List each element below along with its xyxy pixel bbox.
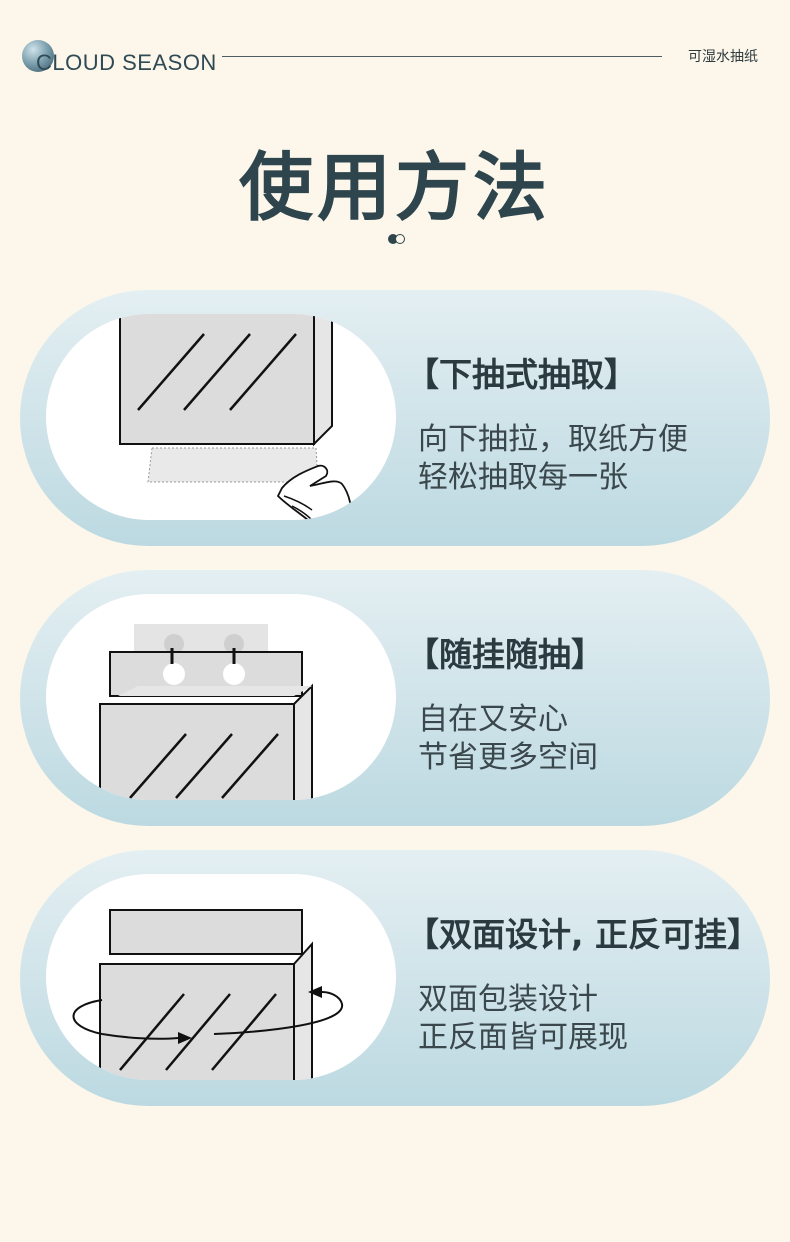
card-description-line: 轻松抽取每一张 — [418, 460, 628, 495]
usage-card-double-sided: 【双面设计, 正反可挂】 双面包装设计 正反面皆可展现 — [20, 850, 770, 1106]
header: CLOUD SEASON 可湿水抽纸 — [0, 0, 790, 110]
page-title: 使用方法 — [239, 145, 551, 231]
title-dots-icon — [388, 234, 408, 246]
brand-logo-icon — [22, 40, 54, 72]
header-tag: 可湿水抽纸 — [688, 49, 758, 65]
card-heading: 【随挂随抽】 — [406, 635, 604, 674]
usage-card-hanging: 【随挂随抽】 自在又安心 节省更多空间 — [20, 570, 770, 826]
hanging-tissue-icon — [46, 594, 396, 800]
card-heading: 【下抽式抽取】 — [406, 355, 637, 394]
pull-down-tissue-icon — [46, 314, 396, 520]
rotate-tissue-icon — [46, 874, 396, 1080]
card-description-line: 向下抽拉，取纸方便 — [418, 422, 688, 457]
header-divider — [222, 56, 662, 57]
card-description-line: 正反面皆可展现 — [418, 1020, 628, 1055]
brand-name: CLOUD SEASON — [36, 50, 217, 75]
card-heading: 【双面设计, 正反可挂】 — [406, 915, 761, 954]
card-description-line: 节省更多空间 — [418, 740, 598, 775]
card-description-line: 双面包装设计 — [418, 982, 598, 1017]
card-description-line: 自在又安心 — [418, 702, 568, 737]
usage-card-pull-down: 【下抽式抽取】 向下抽拉，取纸方便 轻松抽取每一张 — [20, 290, 770, 546]
